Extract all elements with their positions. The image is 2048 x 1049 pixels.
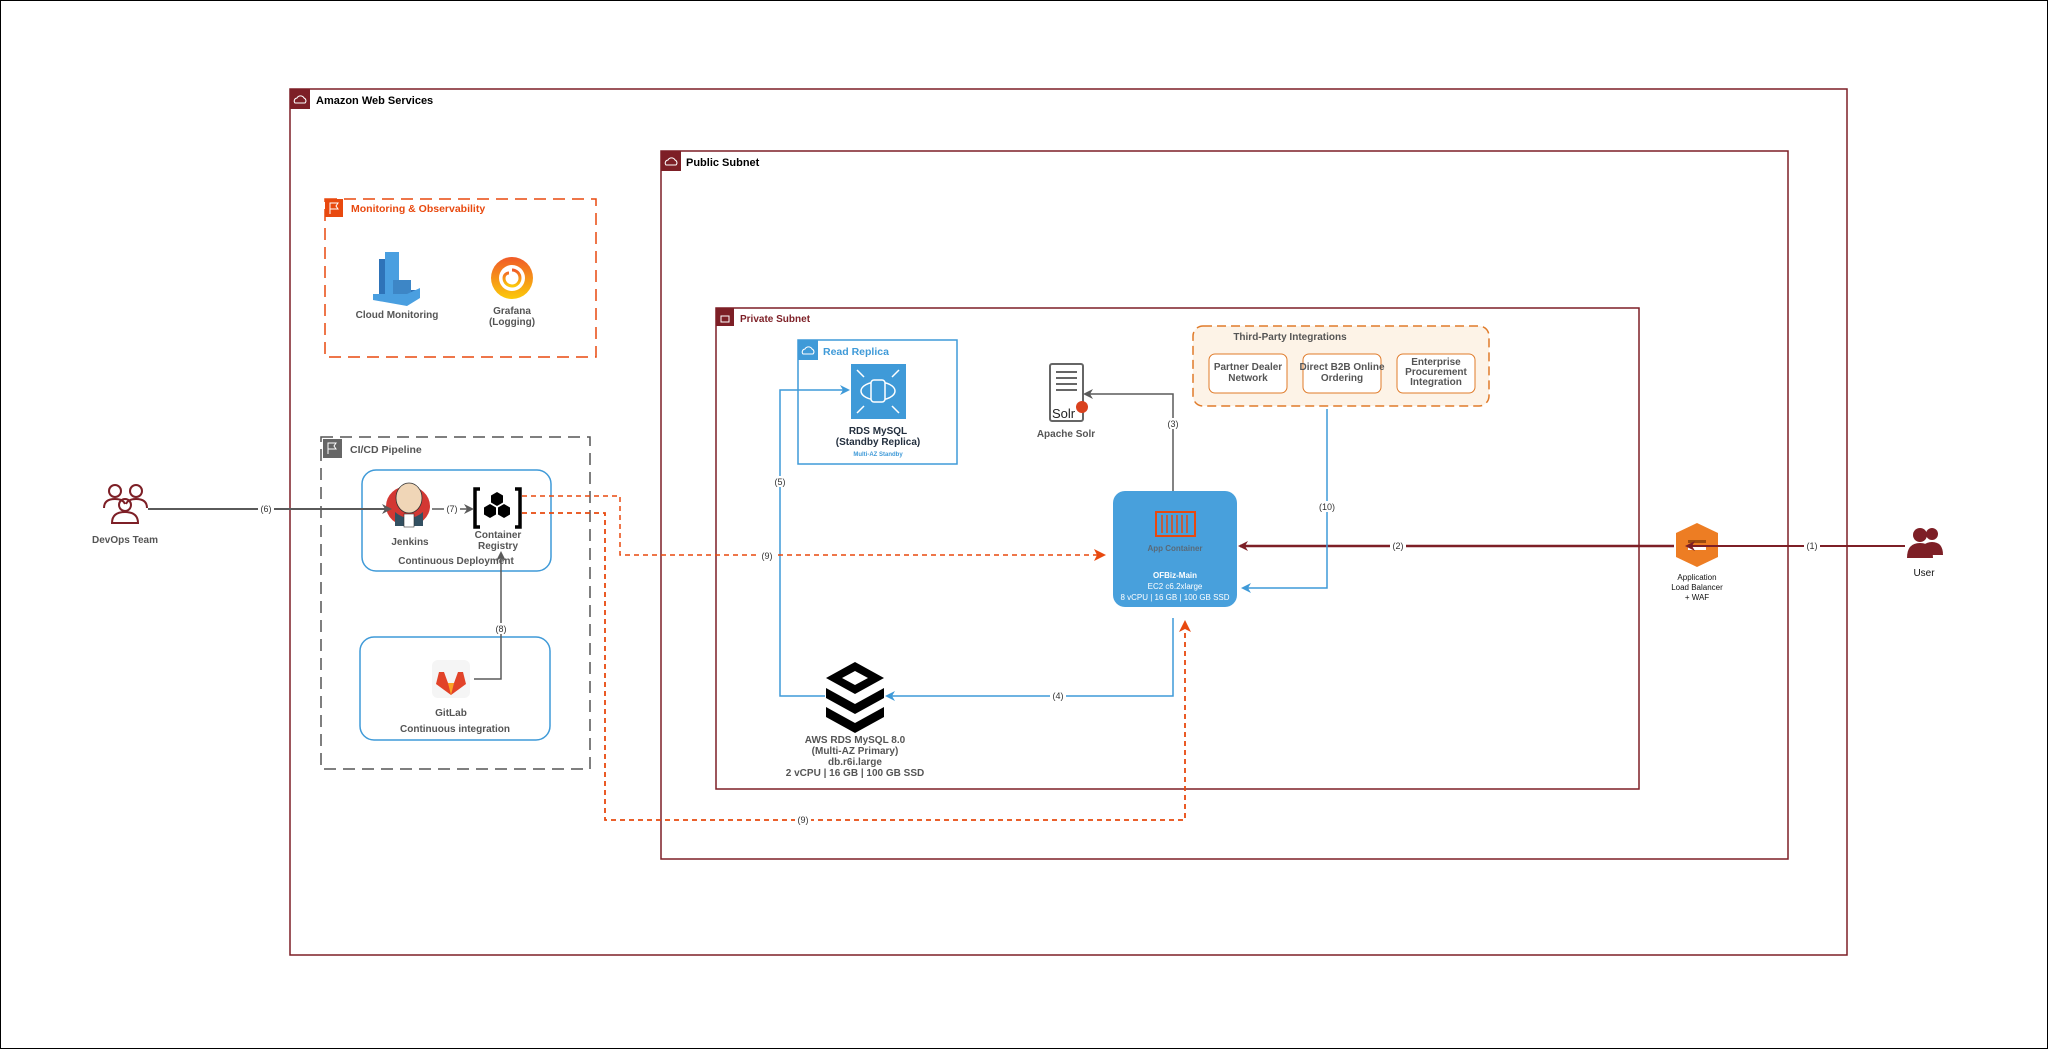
arrow-app-to-solr xyxy=(1083,389,1174,491)
svg-text:Procurement: Procurement xyxy=(1405,367,1467,378)
continuous-deployment-label: Continuous Deployment xyxy=(398,556,514,567)
public-subnet-title: Public Subnet xyxy=(686,157,760,169)
gitlab-label: GitLab xyxy=(435,708,467,719)
rds-replica-label: RDS MySQL xyxy=(849,426,907,437)
app-container-label: App Container xyxy=(1147,544,1202,553)
apache-solr-label: Apache Solr xyxy=(1037,429,1095,440)
svg-text:Network: Network xyxy=(1228,373,1268,384)
app-container-node: App Container OFBiz-Main EC2 c6.2xlarge … xyxy=(1113,491,1237,607)
rds-replica-note: Multi-AZ Standby xyxy=(853,452,903,458)
svg-text:Enterprise: Enterprise xyxy=(1411,357,1461,368)
private-subnet-group: Private Subnet xyxy=(715,307,1640,790)
grafana-label: Grafana xyxy=(493,306,531,317)
arrow-gitlab-to-registry xyxy=(474,551,506,680)
integration-partner-dealer: Partner Dealer Network xyxy=(1208,353,1288,394)
arrow-registry-to-app-deploy-2 xyxy=(522,512,1191,821)
continuous-deployment-box xyxy=(361,469,552,572)
step-1: (1) xyxy=(1807,541,1818,551)
grafana-icon xyxy=(491,257,533,299)
step-9-upper: (9) xyxy=(762,551,773,561)
alb-label-2: Load Balancer xyxy=(1671,583,1723,592)
continuous-integration-box xyxy=(359,636,551,741)
jenkins-label: Jenkins xyxy=(391,537,429,548)
cloudwatch-icon xyxy=(373,252,420,306)
app-name: OFBiz-Main xyxy=(1153,571,1197,580)
cicd-group: CI/CD Pipeline Continuous Deployment Con… xyxy=(320,436,591,770)
step-labels: (1) (2) (3) (4) (5) (6) (7) (8) (9) (9) … xyxy=(258,418,1820,825)
container-icon xyxy=(1155,511,1196,537)
devops-team-label: DevOps Team xyxy=(92,535,158,546)
integration-direct-b2b: Direct B2B Online Ordering xyxy=(1299,353,1385,394)
read-replica-group: Read Replica RDS MySQL (Standby Replica)… xyxy=(797,339,958,465)
rds-replica-role: (Standby Replica) xyxy=(836,437,920,448)
monitoring-group: Monitoring & Observability Cloud Monitor… xyxy=(324,198,597,358)
continuous-integration-label: Continuous integration xyxy=(400,724,510,735)
step-6: (6) xyxy=(261,504,272,514)
rds-primary-label: AWS RDS MySQL 8.0 xyxy=(805,735,906,746)
rds-primary-specs: 2 vCPU | 16 GB | 100 GB SSD xyxy=(786,768,924,779)
step-9-lower: (9) xyxy=(798,815,809,825)
aws-group: Amazon Web Services xyxy=(289,88,1848,956)
cloud-monitoring-label: Cloud Monitoring xyxy=(356,310,439,321)
rds-primary-icon xyxy=(826,662,884,733)
step-8: (8) xyxy=(496,624,507,634)
read-replica-title: Read Replica xyxy=(823,346,889,358)
step-4: (4) xyxy=(1053,691,1064,701)
container-registry-icon xyxy=(473,487,522,529)
third-party-title: Third-Party Integrations xyxy=(1233,332,1347,343)
container-registry-label: Container xyxy=(475,530,522,541)
svg-text:Solr: Solr xyxy=(1052,406,1076,421)
alb-label-3: + WAF xyxy=(1685,593,1709,602)
rds-database-icon xyxy=(851,364,906,419)
cloud-icon xyxy=(661,151,681,171)
app-specs: 8 vCPU | 16 GB | 100 GB SSD xyxy=(1120,593,1229,602)
apache-solr-icon: Solr xyxy=(1049,363,1088,422)
svg-text:Direct B2B Online: Direct B2B Online xyxy=(1299,362,1384,373)
app-instance-type: EC2 c6.2xlarge xyxy=(1148,582,1203,591)
jenkins-icon xyxy=(386,482,430,528)
gitlab-icon xyxy=(432,660,470,698)
step-3: (3) xyxy=(1168,419,1179,429)
svg-text:Integration: Integration xyxy=(1410,377,1462,388)
alb-label: Application xyxy=(1677,573,1716,582)
step-5: (5) xyxy=(775,477,786,487)
private-subnet-title: Private Subnet xyxy=(740,314,811,325)
rds-primary-role: (Multi-AZ Primary) xyxy=(812,746,899,757)
svg-text:Partner Dealer: Partner Dealer xyxy=(1214,362,1282,373)
step-10: (10) xyxy=(1319,502,1335,512)
third-party-group: Third-Party Integrations Partner Dealer … xyxy=(1192,325,1490,407)
container-registry-sublabel: Registry xyxy=(478,541,518,552)
aws-group-title: Amazon Web Services xyxy=(316,95,433,107)
integration-enterprise-procurement: Enterprise Procurement Integration xyxy=(1396,353,1476,394)
svg-text:Ordering: Ordering xyxy=(1321,373,1363,384)
step-7: (7) xyxy=(447,504,458,514)
monitoring-title: Monitoring & Observability xyxy=(351,203,485,215)
devops-team-icon xyxy=(103,484,148,524)
arrow-integrations-to-app xyxy=(1241,409,1328,593)
step-2: (2) xyxy=(1393,541,1404,551)
user-label: User xyxy=(1913,568,1935,579)
grafana-sublabel: (Logging) xyxy=(489,317,535,328)
cicd-title: CI/CD Pipeline xyxy=(350,444,422,456)
connectors xyxy=(148,385,1905,821)
user-icon xyxy=(1907,528,1943,558)
arrow-app-to-rds xyxy=(885,618,1174,701)
arrow-registry-to-app-deploy xyxy=(522,495,1106,561)
rds-primary-class: db.r6i.large xyxy=(828,757,882,768)
arrow-rds-to-replica xyxy=(779,385,850,697)
lock-icon xyxy=(716,308,734,326)
cloud-icon xyxy=(798,340,818,360)
flag-icon xyxy=(325,199,343,217)
public-subnet-group: Public Subnet xyxy=(660,150,1789,860)
cloud-icon xyxy=(290,89,310,109)
